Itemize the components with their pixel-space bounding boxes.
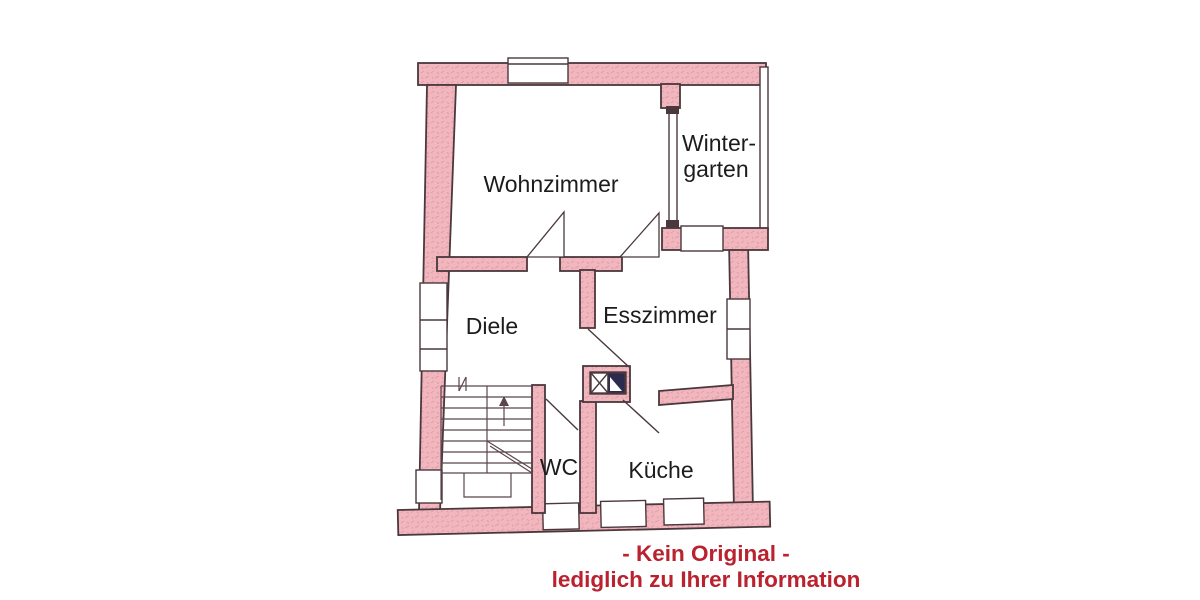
outer-wall-top xyxy=(417,62,767,86)
window-wintergarten xyxy=(680,225,724,252)
window-bottom-2 xyxy=(599,499,647,529)
wall-diele-esszimmer xyxy=(579,269,596,329)
staircase xyxy=(440,376,533,500)
room-label-diele: Diele xyxy=(466,313,518,339)
door-leaf-wohnzimmer-diele xyxy=(525,210,565,258)
door-swing-wc xyxy=(545,398,579,431)
window-left-upper xyxy=(419,282,448,372)
window-right xyxy=(726,298,751,360)
wall-kueche-north xyxy=(658,384,734,406)
room-label-wohnzimmer: Wohnzimmer xyxy=(483,171,618,197)
door-swing-diele-esszimmer xyxy=(587,328,630,368)
glass-partition-wohnzimmer-wintergarten xyxy=(666,106,679,228)
wall-wohnzimmer-south-left xyxy=(436,256,528,272)
window-bottom-1 xyxy=(541,502,580,531)
door-leaf-wohnzimmer-esszimmer xyxy=(618,211,660,258)
wall-wc-west xyxy=(531,384,546,514)
chimney-symbol xyxy=(582,365,631,403)
stair-start-mark xyxy=(458,376,467,392)
shaft-cross-icon xyxy=(590,372,609,394)
window-bottom-3 xyxy=(662,497,705,526)
outer-wall-bottom-group xyxy=(396,497,772,536)
wall-pillar-wintergarten-north xyxy=(660,83,681,109)
stair-direction-up-arrow xyxy=(499,396,509,426)
outer-wall-right xyxy=(728,239,754,513)
door-swing-kueche xyxy=(622,399,660,434)
stair-cut-line xyxy=(486,440,533,470)
flue-dark-icon xyxy=(607,372,626,394)
wall-wohnzimmer-south-right xyxy=(559,256,623,272)
wintergarten-east-glass-wall xyxy=(759,66,769,231)
disclaimer: - Kein Original - lediglich zu Ihrer Inf… xyxy=(476,541,936,593)
disclaimer-line-2: lediglich zu Ihrer Information xyxy=(551,567,861,592)
disclaimer-line-1: - Kein Original - xyxy=(622,541,790,566)
room-label-esszimmer: Esszimmer xyxy=(603,302,717,328)
wall-wc-kueche xyxy=(579,400,597,514)
room-label-wc: WC xyxy=(540,454,578,480)
window-left-lower xyxy=(415,469,443,504)
room-label-kueche: Küche xyxy=(628,457,693,483)
room-label-wintergarten-line1: Winter- xyxy=(682,130,756,156)
stair-landing xyxy=(463,473,512,498)
room-label-wintergarten-line2: garten xyxy=(683,156,748,182)
window-top xyxy=(507,57,569,84)
